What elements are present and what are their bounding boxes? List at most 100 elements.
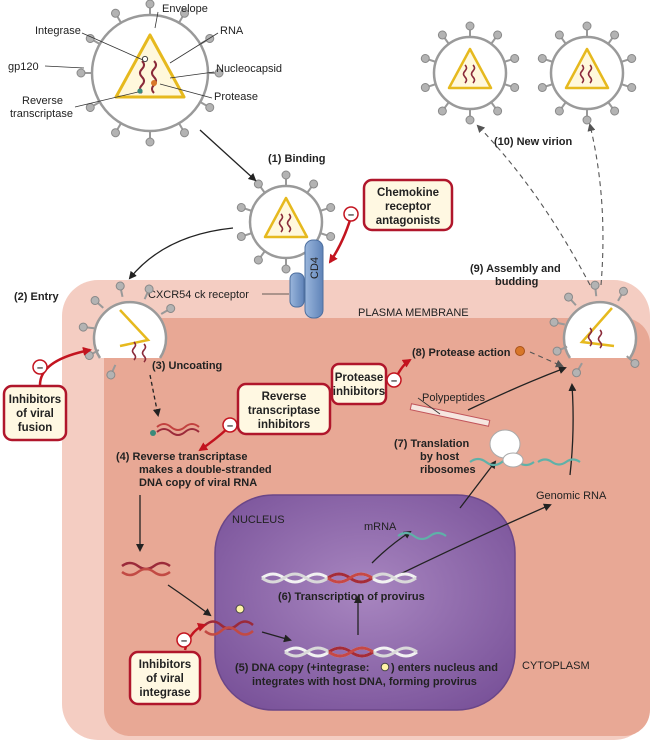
rna-label: RNA: [220, 25, 244, 37]
integrase-dot: [235, 604, 245, 614]
viral-rna-uncoated: [150, 423, 200, 436]
cxcr-receptor-label: CXCR54 ck receptor: [148, 289, 249, 301]
step-6-label: (6) Transcription of provirus: [278, 591, 425, 603]
new-virion-right: [536, 21, 638, 125]
chemokine-antagonist-group: – Chemokine receptor antagonists: [328, 178, 454, 264]
svg-text:–: –: [227, 420, 233, 432]
rt-inhibitor-line-1: Reverse: [262, 391, 307, 403]
ribosome-mrna-strand: [469, 457, 535, 467]
mrna-label: mRNA: [364, 521, 397, 533]
reverse-transcriptase-dot: [137, 88, 143, 94]
step-7-label-3: ribosomes: [420, 464, 476, 476]
nucleus-label: NUCLEUS: [232, 514, 285, 526]
step-5-label-2: integrates with host DNA, forming provir…: [252, 676, 477, 688]
integrase-inhibitor-line-2: of viral: [146, 673, 184, 685]
reverse-transcriptase-label-2: transcriptase: [10, 108, 73, 120]
virion-leader-lines: [44, 11, 219, 108]
svg-text:–: –: [37, 362, 43, 374]
virion-entry: [77, 280, 178, 382]
chemokine-line-1: Chemokine: [377, 187, 439, 199]
protease-dot: [151, 80, 157, 86]
dsdna-with-integrase: [204, 604, 254, 636]
inhibit-symbol: [176, 632, 192, 648]
chemokine-line-3: antagonists: [376, 215, 441, 227]
step-10-label: (10) New virion: [494, 136, 573, 148]
step-7-label-2: by host: [420, 451, 459, 463]
rt-inhibitor-line-3: inhibitors: [258, 419, 310, 431]
step-5-label-1a: (5) DNA copy (+integrase:: [235, 662, 369, 674]
arrow-to-ribosomes: [459, 460, 497, 509]
arrow-to-genomic-rna: [391, 503, 552, 579]
cytoplasm-label: CYTOPLASM: [522, 660, 590, 672]
step-3-label: (3) Uncoating: [152, 360, 222, 372]
plasma-membrane-label: PLASMA MEMBRANE: [358, 307, 469, 319]
flow-arrows: [128, 129, 577, 643]
rt-inhibitor-box: [236, 382, 332, 436]
step-9-label-1: (9) Assembly and: [470, 263, 561, 275]
protease-inhibitor-line-2: inhibitors: [333, 386, 385, 398]
step-2-label: (2) Entry: [14, 291, 60, 303]
ribosome: [489, 429, 524, 468]
envelope-label: Envelope: [162, 3, 208, 15]
integrase-inhibitor-group: – Inhibitors of viral integrase: [128, 622, 207, 706]
svg-text:–: –: [391, 375, 397, 387]
protease-label: Protease: [214, 91, 258, 103]
polypeptide-chain: [409, 397, 491, 427]
arrow-protease-to-budding: [529, 351, 564, 368]
arrow-budding-to-new-virion-right: [587, 123, 604, 286]
protease-inhibitor-line-1: Protease: [335, 372, 384, 384]
arrow-budding-to-new-virion-left: [476, 124, 591, 286]
host-dna-provirus: [284, 646, 418, 658]
arrow-genomic-up: [568, 383, 577, 476]
step-4-label-2: makes a double-stranded: [139, 464, 272, 476]
genomic-rna-label: Genomic RNA: [536, 490, 607, 502]
arrow-to-integrase: [167, 584, 212, 617]
cd4-label: CD4: [309, 257, 321, 279]
svg-text:–: –: [348, 209, 354, 221]
chemokine-line-2: receptor: [385, 201, 432, 213]
arrow-to-entry: [128, 227, 234, 280]
integrase-inhibitor-line-3: integrase: [139, 687, 190, 699]
inhibit-symbol: [32, 359, 48, 375]
chemokine-antagonist-box: [362, 178, 454, 232]
host-dna-transcription: [261, 572, 417, 584]
integrase-label: Integrase: [35, 25, 81, 37]
fusion-inhibitor-group: – Inhibitors of viral fusion: [2, 346, 92, 442]
polypeptides-label: Polypeptides: [422, 392, 485, 404]
virion-budding: [548, 279, 642, 380]
fusion-line-1: Inhibitors: [9, 394, 61, 406]
fusion-inhibitor-box: [2, 384, 68, 442]
protease-inhibitor-box: [330, 362, 388, 406]
rna-strand: [139, 60, 145, 94]
virion-main: [76, 0, 224, 147]
genomic-rna-strand: [537, 458, 581, 466]
integrase-dot: [141, 55, 149, 63]
svg-text:–: –: [181, 635, 187, 647]
arrow-to-binding: [199, 129, 257, 182]
step-4-label-3: DNA copy of viral RNA: [139, 477, 257, 489]
step-1-label: (1) Binding: [268, 153, 325, 165]
arrow-into-nucleus: [261, 631, 292, 643]
rt-inhibitor-group: – Reverse transcriptase inhibitors: [198, 382, 332, 452]
integrase-inhibitor-box: [128, 650, 202, 706]
integrase-inhibitor-line-1: Inhibitors: [139, 659, 191, 671]
gp120-label: gp120: [8, 61, 39, 73]
rna-strand: [151, 60, 157, 94]
protease-inhibitor-group: – Protease inhibitors: [330, 358, 412, 406]
arrow-polypeptide-up: [467, 366, 567, 411]
step-8-label: (8) Protease action: [412, 347, 511, 359]
integrase-inline-dot: [380, 662, 390, 672]
dashed-arrows: [476, 123, 604, 368]
nucleocapsid-label: Nucleocapsid: [216, 63, 282, 75]
step-5-label-1b: ) enters nucleus and: [391, 662, 498, 674]
fusion-line-2: of viral: [16, 408, 54, 420]
cd4-receptor: CD4: [289, 239, 324, 319]
step-9-label-2: budding: [495, 276, 538, 288]
nucleocapsid-shape: [114, 33, 186, 99]
reverse-transcriptase-label-1: Reverse: [22, 95, 63, 107]
arrow-to-mrna: [371, 530, 412, 564]
protease-action-dot: [515, 346, 525, 356]
mrna-strand: [397, 531, 447, 541]
virion-binding: [235, 170, 337, 274]
